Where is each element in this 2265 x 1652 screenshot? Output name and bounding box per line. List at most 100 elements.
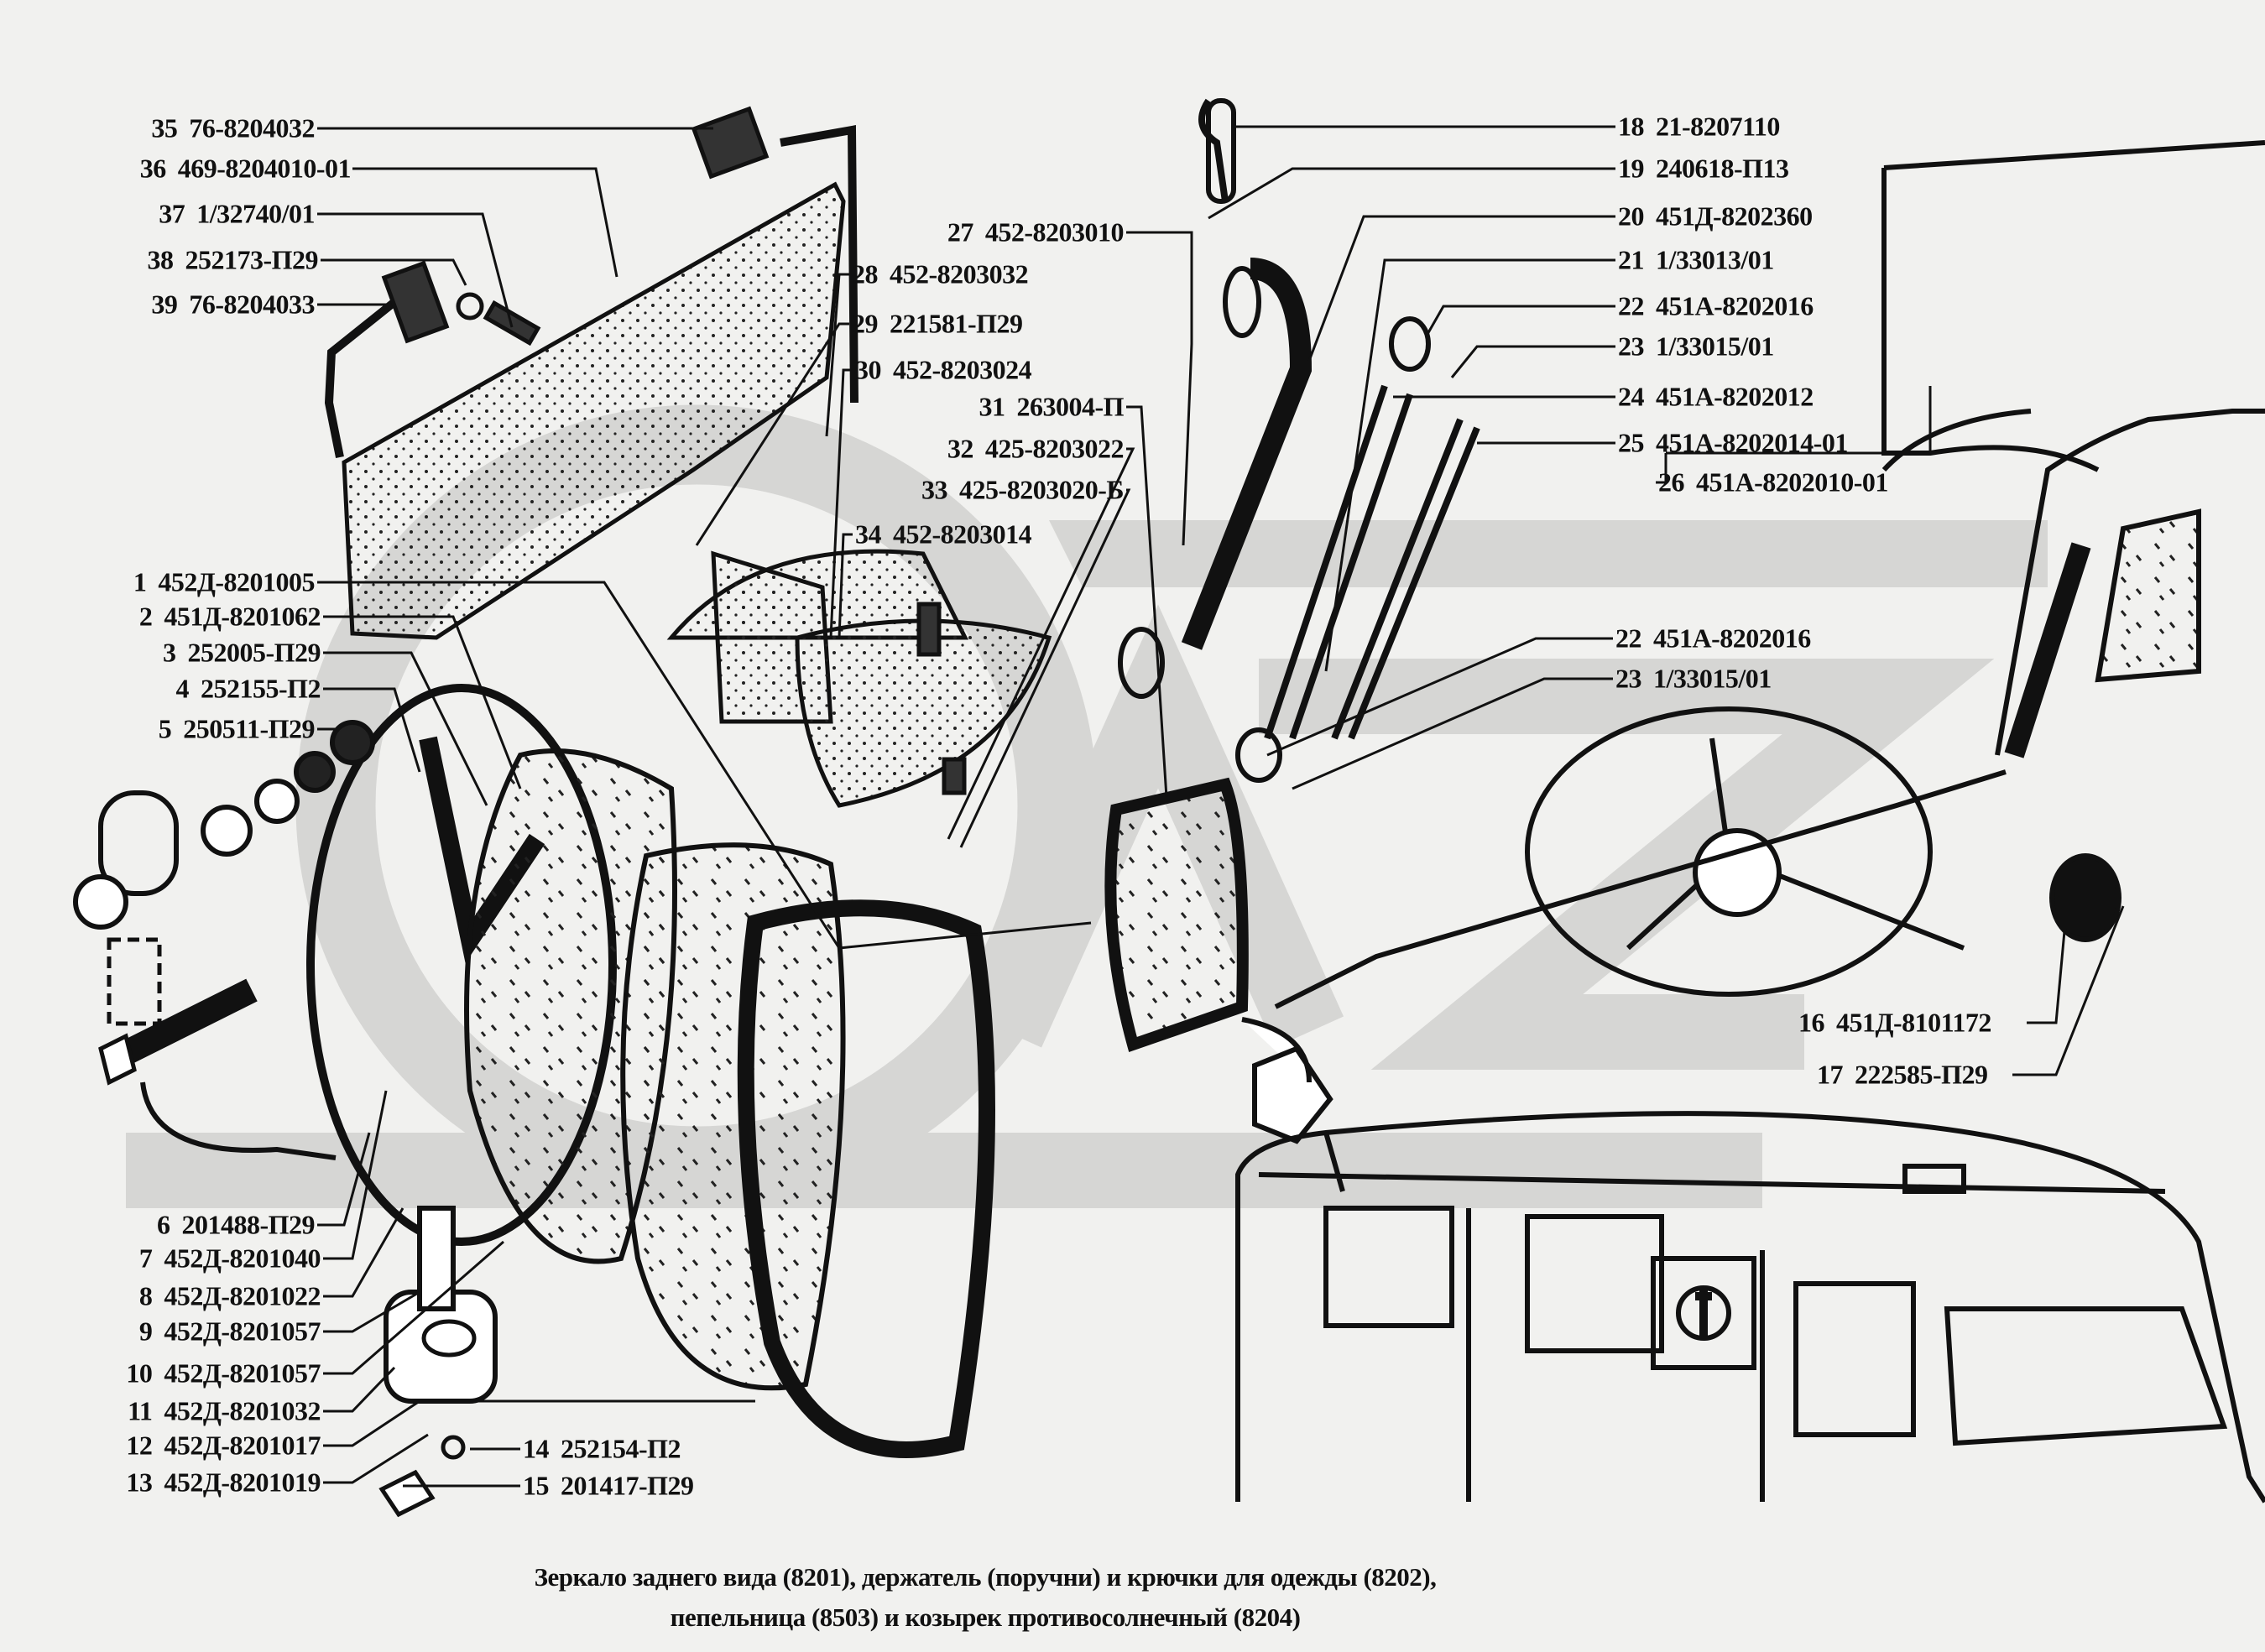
part-number: 452Д-8201019 [164, 1467, 321, 1498]
callout-number: 18 [1618, 111, 1645, 142]
callout-number: 29 [852, 308, 879, 339]
part-number: 250511-П29 [183, 713, 315, 744]
callout-number: 14 [523, 1433, 550, 1464]
part-number: 252154-П2 [561, 1433, 681, 1464]
callout-25: 25 451А-8202014-01 [1618, 428, 1848, 459]
part-number: 451Д-8101172 [1836, 1007, 1991, 1038]
callout-number: 37 [159, 198, 185, 229]
callout-number: 28 [852, 258, 879, 289]
callout-number: 2 [138, 601, 153, 632]
part-number: 1/33015/01 [1656, 331, 1774, 362]
part-number: 252005-П29 [187, 637, 321, 668]
callout-number: 10 [126, 1358, 153, 1389]
part-number: 1/32740/01 [196, 198, 315, 229]
callout-number: 32 [947, 433, 974, 464]
callout-37: 37 1/32740/01 [159, 199, 315, 230]
callout-number: 7 [138, 1243, 153, 1274]
callout-number: 5 [158, 713, 172, 744]
part-number: 252173-П29 [185, 244, 318, 275]
callout-10: 10 452Д-8201057 [126, 1358, 321, 1389]
callout-13: 13 452Д-8201019 [126, 1467, 321, 1498]
callout-18: 18 21-8207110 [1618, 112, 1780, 143]
callout-number: 25 [1618, 427, 1645, 458]
callout-number: 20 [1618, 201, 1645, 232]
part-number: 452Д-8201057 [164, 1316, 321, 1347]
callout-36: 36 469-8204010-01 [139, 153, 352, 185]
part-number: 451А-8202014-01 [1656, 427, 1848, 458]
callout-number: 26 [1658, 466, 1685, 498]
callout-number: 3 [162, 637, 176, 668]
callout-23-repeat: 23 1/33015/01 [1615, 664, 1772, 695]
callout-19: 19 240618-П13 [1618, 154, 1789, 185]
part-number: 451Д-8201062 [164, 601, 321, 632]
callout-29: 29 221581-П29 [852, 309, 1023, 340]
callout-number: 24 [1618, 381, 1645, 412]
part-number: 76-8204033 [189, 289, 315, 320]
part-number: 452-8203010 [984, 216, 1125, 248]
part-number: 222585-П29 [1855, 1059, 1988, 1090]
part-number: 252155-П2 [200, 673, 321, 704]
callout-number: 9 [138, 1316, 153, 1347]
callout-number: 31 [979, 391, 1005, 422]
callout-38: 38 252173-П29 [147, 245, 318, 276]
callout-number: 13 [126, 1467, 153, 1498]
part-number: 201488-П29 [181, 1209, 315, 1240]
part-number: 452Д-8201022 [164, 1280, 321, 1311]
callout-number: 17 [1817, 1059, 1844, 1090]
leader-lines [317, 125, 2125, 1488]
part-number: 201417-П29 [561, 1470, 694, 1501]
callout-number: 23 [1618, 331, 1645, 362]
grab-handles [1118, 98, 2121, 942]
part-number: 263004-П [1016, 391, 1124, 422]
part-number: 452Д-8201057 [164, 1358, 321, 1389]
exterior-mirror-right [1104, 777, 1333, 1144]
part-number: 469-8204010-01 [177, 153, 352, 184]
part-number: 1/33015/01 [1653, 663, 1772, 694]
callout-number: 19 [1618, 153, 1645, 184]
callout-33: 33 425-8203020-Б [921, 475, 1124, 506]
part-number: 221581-П29 [890, 308, 1023, 339]
part-number: 452-8203032 [890, 258, 1029, 289]
callout-number: 34 [855, 519, 882, 550]
callout-number: 22 [1615, 623, 1642, 654]
callout-number: 38 [147, 244, 174, 275]
callout-number: 30 [855, 354, 882, 385]
callout-number: 8 [138, 1280, 153, 1311]
sun-visor [324, 106, 859, 640]
part-number: 1/33013/01 [1656, 244, 1774, 275]
part-number: 425-8203020-Б [959, 474, 1124, 505]
callout-22-repeat: 22 451А-8202016 [1615, 623, 1811, 654]
caption-line-1: Зеркало заднего вида (8201), держатель (… [534, 1562, 1437, 1592]
ashtray [666, 549, 1052, 808]
part-number: 21-8207110 [1656, 111, 1780, 142]
callout-number: 22 [1618, 290, 1645, 321]
callout-24: 24 451А-8202012 [1618, 382, 1814, 413]
callout-number: 36 [139, 153, 167, 184]
callout-28: 28 452-8203032 [852, 258, 1029, 290]
callout-3: 3 252005-П29 [163, 638, 321, 669]
callout-number: 23 [1615, 663, 1642, 694]
callout-9: 9 452Д-8201057 [139, 1316, 321, 1347]
part-number: 240618-П13 [1656, 153, 1789, 184]
callout-number: 15 [523, 1470, 550, 1501]
callout-number: 33 [921, 474, 948, 505]
part-number: 452Д-8201032 [164, 1395, 321, 1426]
part-number: 451А-8202012 [1656, 381, 1814, 412]
callout-15: 15 201417-П29 [523, 1471, 694, 1502]
part-number: 451А-8202016 [1653, 623, 1811, 654]
